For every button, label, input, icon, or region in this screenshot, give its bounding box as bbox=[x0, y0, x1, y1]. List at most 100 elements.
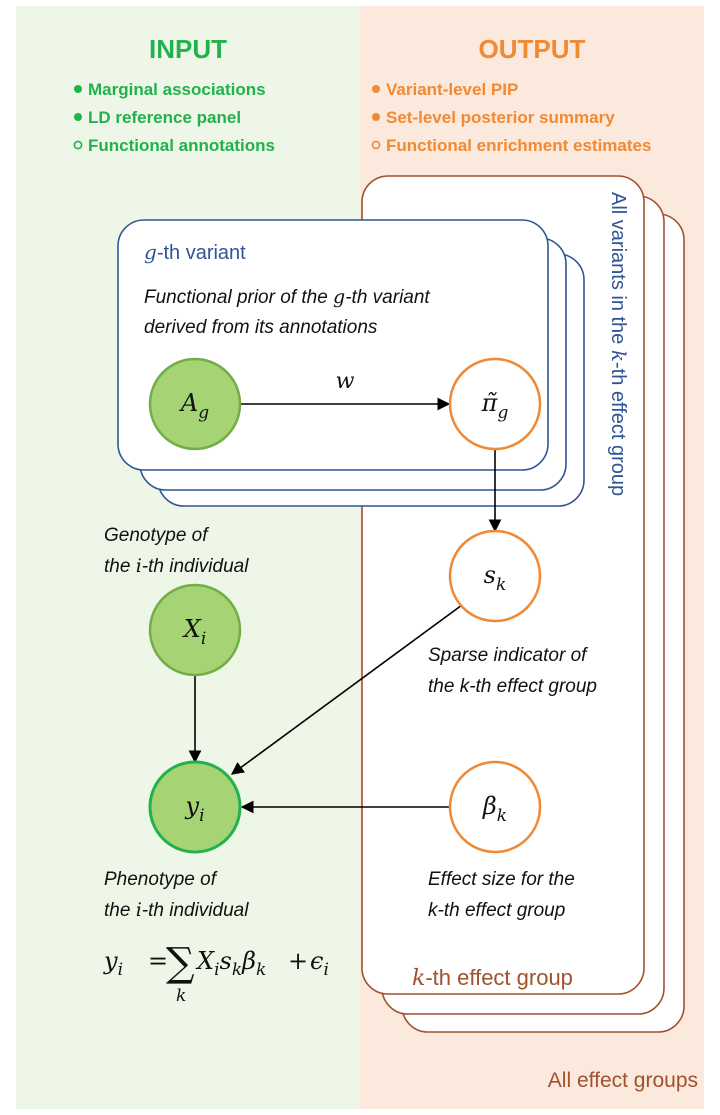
node-X-circle bbox=[148, 583, 242, 677]
eq-sum: ∑ bbox=[166, 940, 195, 986]
all-effect-groups-label: All effect groups bbox=[548, 1069, 698, 1092]
node-s-base: s bbox=[484, 561, 496, 589]
node-beta-base: β bbox=[482, 792, 497, 820]
node-A-circle bbox=[148, 357, 242, 451]
node-s-sub: k bbox=[496, 575, 506, 595]
input-bullet-filled bbox=[74, 85, 82, 93]
node-beta-circle bbox=[448, 760, 542, 854]
all-variants-var: k bbox=[607, 350, 631, 362]
input-item: Marginal associations bbox=[88, 80, 266, 99]
variant-desc-post: -th variant bbox=[345, 287, 430, 308]
variant-plate-title-rest: -th variant bbox=[157, 242, 246, 264]
output-item: Set-level posterior summary bbox=[386, 108, 615, 127]
sparse-line1: Sparse indicator of bbox=[428, 645, 588, 666]
phenotype-line1: Phenotype of bbox=[104, 869, 218, 890]
output-item: Functional enrichment estimates bbox=[386, 136, 651, 155]
svg-text:the i-th individual: the i-th individual bbox=[104, 899, 249, 921]
node-A-base: A bbox=[179, 389, 198, 417]
eq-term-s-sub: k bbox=[232, 960, 242, 980]
genotype-line2-var: i bbox=[136, 555, 142, 577]
svg-text:Xiskβk: Xiskβk bbox=[195, 947, 266, 980]
eq-lhs-sub: i bbox=[118, 960, 123, 980]
node-s-label: sk bbox=[484, 561, 507, 595]
variant-desc-line2: derived from its annotations bbox=[144, 317, 378, 338]
effect-plate-title: k-th effect group bbox=[412, 965, 573, 991]
effect-plate-title-var: k bbox=[412, 966, 425, 991]
node-A: Ag bbox=[148, 357, 242, 451]
input-panel bbox=[16, 6, 360, 1109]
node-beta-label: βk bbox=[482, 792, 507, 826]
svg-text:ϵi: ϵi bbox=[310, 947, 329, 980]
variant-plate-title: g-th variant bbox=[144, 240, 246, 264]
edge-w-label: w bbox=[336, 369, 355, 394]
eq-eps-sub: i bbox=[323, 960, 328, 980]
eq-eps: ϵ bbox=[310, 947, 323, 975]
svg-text:yi: yi bbox=[103, 947, 123, 980]
eq-term-s: s bbox=[220, 947, 232, 975]
input-item: Functional annotations bbox=[88, 136, 275, 155]
output-list: Variant-level PIP Set-level posterior su… bbox=[371, 80, 651, 155]
effect-line2: k-th effect group bbox=[428, 900, 565, 921]
effect-size-label: Effect size for the k-th effect group bbox=[428, 869, 575, 921]
output-bullet-filled bbox=[372, 113, 380, 121]
svg-text:Functional prior of the g-th v: Functional prior of the g-th variant bbox=[144, 286, 430, 308]
input-item: LD reference panel bbox=[88, 108, 241, 127]
sparse-indicator-label: Sparse indicator of the k-th effect grou… bbox=[428, 645, 597, 697]
eq-equals: = bbox=[148, 947, 168, 975]
node-pi-circle bbox=[448, 357, 542, 451]
genotype-line1: Genotype of bbox=[104, 525, 209, 546]
genotype-line2-post: -th individual bbox=[142, 556, 249, 577]
output-heading: OUTPUT bbox=[479, 34, 586, 64]
output-item: Variant-level PIP bbox=[386, 80, 518, 99]
node-y-circle bbox=[148, 760, 242, 854]
phenotype-line2-pre: the bbox=[104, 900, 136, 921]
node-X-sub: i bbox=[201, 629, 206, 649]
eq-plus: + bbox=[288, 947, 308, 975]
node-X-base: X bbox=[182, 615, 202, 643]
input-heading: INPUT bbox=[149, 34, 227, 64]
node-pi-label: π̃g bbox=[481, 389, 509, 423]
node-pi: π̃g bbox=[448, 357, 542, 451]
eq-term-X-sub: i bbox=[214, 960, 219, 980]
eq-term-b: β bbox=[241, 947, 256, 975]
node-X-label: Xi bbox=[182, 615, 207, 649]
node-y-base: y bbox=[185, 792, 200, 820]
genotype-label: Genotype of the i-th individual bbox=[104, 525, 249, 577]
eq-term-b-sub: k bbox=[256, 960, 266, 980]
output-bullet-open bbox=[371, 140, 381, 150]
effect-plate-title-rest: -th effect group bbox=[425, 965, 573, 990]
variant-desc-pre: Functional prior of the bbox=[144, 287, 333, 308]
node-A-sub: g bbox=[198, 403, 209, 423]
input-bullet-open bbox=[73, 140, 83, 150]
node-A-label: Ag bbox=[179, 389, 209, 423]
phenotype-label: Phenotype of the i-th individual bbox=[104, 869, 249, 921]
eq-lhs: y bbox=[103, 947, 118, 975]
node-pi-sub: g bbox=[497, 403, 508, 423]
node-X: Xi bbox=[148, 583, 242, 677]
variant-plate-description: Functional prior of the g-th variant der… bbox=[144, 286, 430, 338]
eq-sum-index: k bbox=[176, 986, 186, 1006]
effect-line1: Effect size for the bbox=[428, 869, 575, 890]
node-y-sub: i bbox=[199, 806, 204, 826]
edge-s-to-y bbox=[230, 604, 463, 775]
node-y: yi bbox=[148, 760, 242, 854]
variant-plate-title-var: g bbox=[144, 240, 157, 264]
genotype-line2-pre: the bbox=[104, 556, 136, 577]
node-s-circle bbox=[448, 529, 542, 623]
phenotype-line2-var: i bbox=[136, 899, 142, 921]
eq-term-X: X bbox=[195, 947, 215, 975]
node-beta: βk bbox=[448, 760, 542, 854]
model-equation: yi = ∑ k Xiskβk + ϵi bbox=[103, 940, 329, 1006]
node-beta-sub: k bbox=[497, 806, 507, 826]
all-variants-label: All variants in the k-th effect group bbox=[607, 192, 631, 496]
phenotype-line2-post: -th individual bbox=[142, 900, 249, 921]
all-variants-pre: All variants in the bbox=[607, 192, 629, 350]
all-variants-post: -th effect group bbox=[607, 362, 629, 496]
input-list: Marginal associations LD reference panel… bbox=[73, 80, 275, 155]
node-s: sk bbox=[448, 529, 542, 623]
svg-text:the i-th individual: the i-th individual bbox=[104, 555, 249, 577]
input-bullet-filled bbox=[74, 113, 82, 121]
sparse-line2: the k-th effect group bbox=[428, 676, 597, 697]
